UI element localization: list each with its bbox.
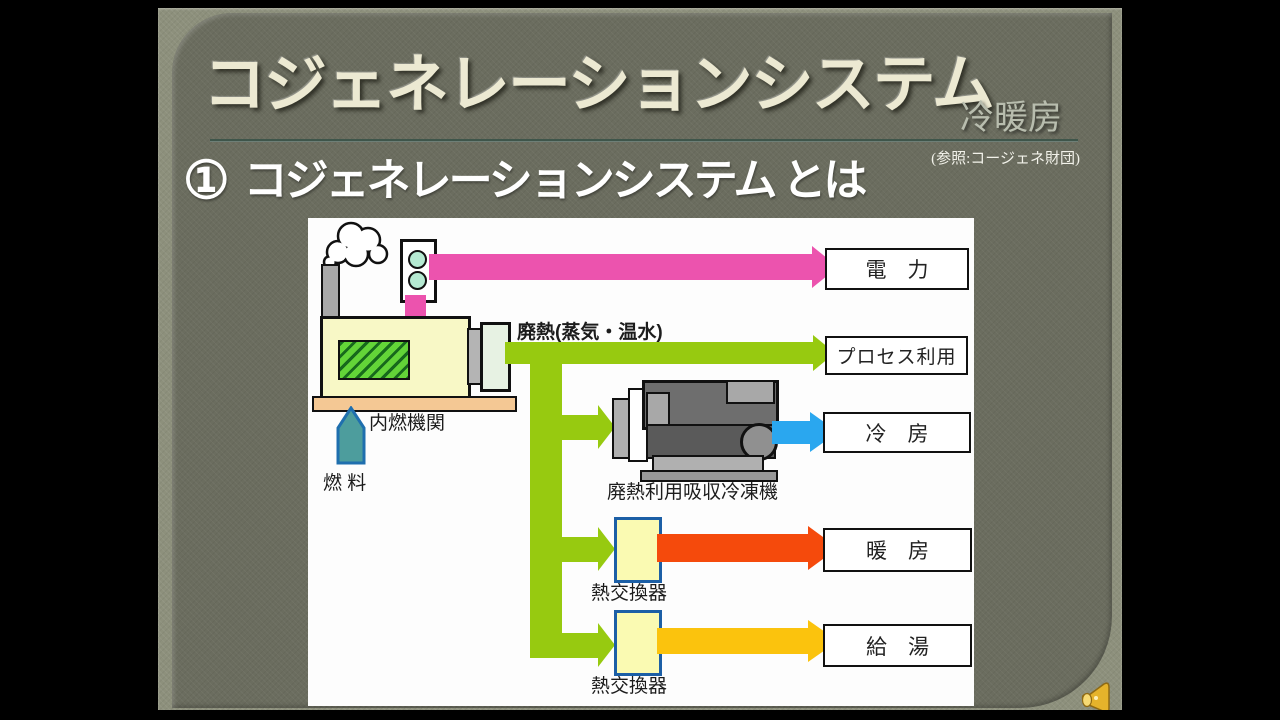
- chiller-part: [726, 380, 775, 404]
- heat-exchanger-2-label: 熱交換器: [591, 676, 668, 697]
- branch-to-hx2-head: [598, 623, 615, 667]
- waste-heat-label: 廃熱(蒸気・温水): [517, 322, 663, 343]
- chiller-baseplate: [640, 470, 778, 482]
- hot-water-arrow: [657, 628, 808, 654]
- heating-arrow: [657, 534, 808, 562]
- branch-to-chiller-head: [598, 405, 615, 449]
- heading-text: コジェネレーションシステム とは: [243, 156, 868, 205]
- engine-platform: [312, 396, 517, 412]
- letterbox-bottom: [0, 710, 1280, 720]
- reference-note: (参照:コージェネ財団): [931, 151, 1080, 167]
- chiller-part: [646, 392, 670, 426]
- output-label: 暖 房: [866, 540, 929, 563]
- output-box-process-use: プロセス利用: [825, 336, 968, 375]
- output-box-hot-water: 給 湯: [823, 624, 972, 667]
- output-box-electricity: 電 力: [825, 248, 969, 290]
- branch-to-chiller: [562, 415, 598, 440]
- engine-radiator: [338, 340, 410, 380]
- branch-to-hx1: [562, 537, 598, 562]
- waste-heat-arrow: [505, 342, 813, 364]
- branch-to-hx1-head: [598, 527, 615, 571]
- heading-number: ①: [183, 153, 230, 210]
- dial-icon: [408, 271, 427, 290]
- fuel-label: 燃 料: [323, 473, 367, 494]
- letterbox-right: [1122, 0, 1280, 720]
- output-box-cooling: 冷 房: [823, 412, 971, 453]
- branch-to-hx2: [562, 633, 598, 658]
- waste-heat-pipe: [530, 342, 562, 658]
- heat-exchanger-1-label: 熱交換器: [591, 583, 668, 604]
- title-divider: [210, 139, 1078, 142]
- heat-exchanger-2: [614, 610, 662, 676]
- speaker-icon[interactable]: [1078, 676, 1112, 714]
- output-label: プロセス利用: [836, 347, 957, 368]
- heat-exchanger-1: [614, 517, 662, 583]
- engine-label: 内燃機関: [369, 413, 446, 434]
- letterbox-left: [0, 0, 158, 720]
- chimney: [321, 264, 340, 322]
- electricity-arrow: [429, 254, 812, 280]
- electricity-connector: [405, 295, 426, 317]
- fuel-arrow-icon: [336, 406, 366, 465]
- letterbox-top: [0, 0, 1280, 8]
- dial-icon: [408, 250, 427, 269]
- section-heading: ① コジェネレーションシステム とは: [183, 144, 868, 211]
- output-box-heating: 暖 房: [823, 528, 972, 572]
- cooling-arrow: [772, 421, 810, 444]
- chiller-label: 廃熱利用吸収冷凍機: [607, 482, 779, 503]
- output-label: 冷 房: [865, 422, 929, 446]
- smoke-cloud: [322, 221, 389, 270]
- output-label: 給 湯: [866, 635, 929, 659]
- output-label: 電 力: [865, 259, 929, 282]
- slide-subtitle: 冷暖房: [960, 100, 1062, 137]
- slide-title: コジェネレーションシステム: [203, 50, 995, 120]
